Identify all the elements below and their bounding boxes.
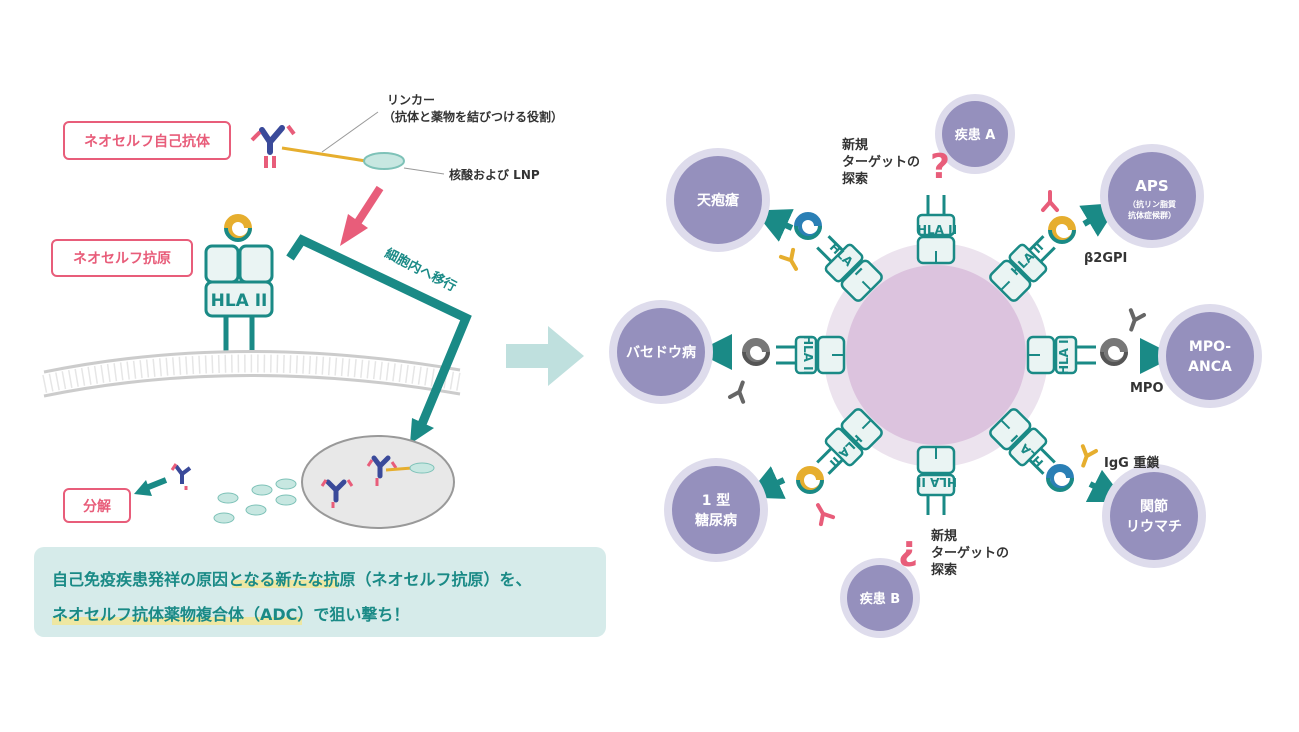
degraded-antibody [134,463,192,496]
new-target-top-2: ターゲットの [842,154,920,170]
hla-ii-molecule [204,214,274,352]
antigen-igg-label: IgG 重鎖 [1104,455,1160,471]
antibody-label: ネオセルフ自己抗体 [84,133,211,150]
new-target-bottom-3: 探索 [931,562,957,578]
peptide-coil-left [742,338,770,366]
highlight-2 [52,617,302,625]
ra-label-2: リウマチ [1126,519,1182,535]
endosome-adc [320,455,435,508]
disease-a: 疾患 A [935,94,1015,174]
disease-a-label: 疾患 A [955,127,996,143]
hla-label-left: HLA II [801,335,815,375]
ra-label-1: 関節 [1140,498,1168,515]
linker-pointer [321,111,379,153]
disease-rheumatoid: 関節 リウマチ [1102,464,1206,568]
mpo-label-1: MPO- [1189,339,1231,355]
degradation-box [63,488,131,523]
released-nucleic-particles [213,478,297,524]
aps-label: APS [1135,177,1168,195]
peptide-coil-bottom-right [1046,464,1074,492]
degradation-label: 分解 [83,498,111,515]
basedow-label: バセドウ病 [626,344,696,361]
adc-antibody-icon [250,124,405,170]
linker-label: リンカー [387,93,435,107]
peptide-coil-bottom-left [796,466,824,494]
hla-ii-label: HLA II [211,291,268,311]
disease-basedow: バセドウ病 [609,300,713,404]
disease-mpo-anca: MPO- ANCA [1158,304,1262,408]
t1d-label-1: 1 型 [702,492,731,509]
antigen-label: ネオセルフ抗原 [73,250,171,267]
disease-arrows [696,202,1176,503]
mpo-label-2: ANCA [1188,359,1232,375]
nucleic-pointer [403,167,445,175]
banner-line-1: 自己免疫疾患発祥の原因となる新たな抗原（ネオセルフ抗原）を、 [52,570,532,589]
antigen-mpo-label: MPO [1130,381,1164,396]
linker-role-label: （抗体と薬物を結びつける役割） [383,109,563,124]
t1d-label-2: 糖尿病 [695,512,737,529]
new-target-bottom-2: ターゲットの [931,545,1009,561]
hla-label-bottom: HLA II [917,475,957,489]
internalization-arrow [286,234,472,444]
antibody-left [728,378,752,404]
antibody-bottom-right [1074,444,1098,470]
nucleic-lnp-label: 核酸および LNP [449,167,540,182]
highlight-1 [232,580,338,588]
disease-b-label: 疾患 B [860,591,900,607]
antigen-label-box [51,239,193,277]
new-target-top-1: 新規 [842,137,868,153]
peptide-coil-top-right [1048,216,1076,244]
disease-type1-diabetes: 1 型 糖尿病 [664,458,768,562]
antibody-bottom-left [809,499,836,527]
antibody-right [1122,308,1146,334]
summary-banner [34,547,606,637]
aps-sub-2: 抗体症候群） [1128,210,1176,220]
question-mark-bottom-icon: ¿ [898,529,918,569]
disease-pemphigus: 天疱瘡 [666,148,770,252]
new-target-top-3: 探索 [842,171,868,187]
antibody-top-left [778,247,805,275]
aps-sub-1: （抗リン脂質 [1128,199,1176,209]
new-target-bottom-1: 新規 [931,528,957,544]
peptide-coil-right [1100,338,1128,366]
transition-arrow [506,326,584,386]
banner-line-2: ネオセルフ抗体薬物複合体（ADC）で狙い撃ち！ [52,605,409,624]
disease-b: 疾患 B [840,558,920,638]
peptide-coil-top-left [794,212,822,240]
hla-label-right: HLA II [1057,335,1071,375]
binding-arrow [340,185,384,246]
antigen-b2gpi-label: β2GPI [1084,251,1127,266]
question-mark-top-icon: ? [930,147,950,187]
cell-membrane [42,349,462,398]
pemphigus-label: 天疱瘡 [697,192,740,209]
hla-label-top: HLA II [917,223,957,237]
cell-inner [846,265,1026,445]
antibody-top-right [1041,190,1059,212]
disease-aps: APS （抗リン脂質 抗体症候群） [1100,144,1204,248]
antibody-label-box [63,121,231,160]
